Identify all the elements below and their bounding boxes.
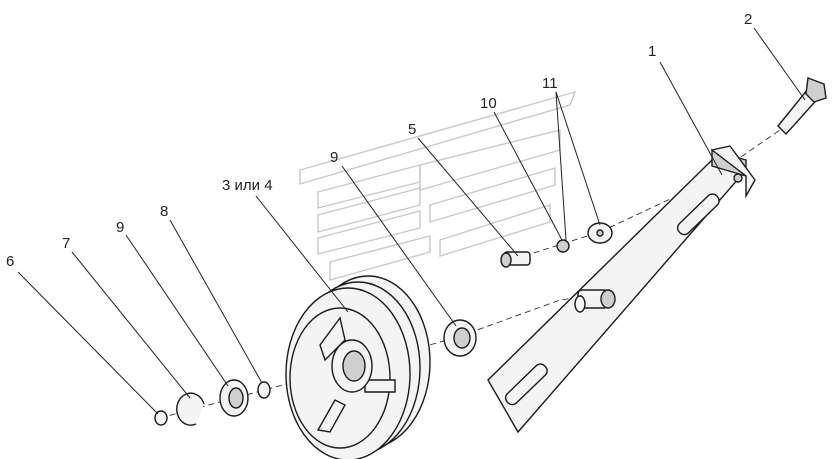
callout-10: 10 — [480, 95, 497, 112]
bolt-part-2 — [777, 77, 827, 136]
nut-part-10 — [556, 239, 570, 253]
bracket-part-1 — [487, 145, 756, 434]
washer-part-11 — [587, 222, 613, 244]
callout-3: 3 или 4 — [222, 177, 273, 194]
leader-10 — [493, 111, 563, 241]
leader-1 — [659, 61, 723, 176]
leader-6 — [17, 271, 159, 415]
assembly-axis-bolt — [504, 129, 781, 263]
retaining-ring-part-8 — [257, 381, 271, 399]
leader-8 — [169, 219, 263, 384]
leader-2 — [753, 27, 806, 101]
leader-11a — [555, 91, 601, 226]
callout-labels: 1 2 3 или 4 5 6 7 8 9 9 10 11 — [6, 11, 752, 270]
bearing-part-9-right — [443, 319, 477, 357]
callout-9a: 9 — [116, 219, 124, 236]
pin-part-5 — [500, 251, 531, 268]
callout-8: 8 — [160, 203, 168, 220]
bearing-part-9-left — [219, 379, 249, 417]
leader-3 — [255, 195, 349, 313]
callout-1: 1 — [648, 43, 656, 60]
callout-7: 7 — [62, 235, 70, 252]
callout-5: 5 — [408, 121, 416, 138]
callout-9b: 9 — [330, 149, 338, 166]
callout-2: 2 — [744, 11, 752, 28]
leader-9a — [125, 234, 229, 387]
axle-stub — [574, 289, 616, 313]
circlip-part-7 — [176, 392, 205, 426]
callout-6: 6 — [6, 253, 14, 270]
callout-11: 11 — [542, 75, 558, 92]
leader-5 — [417, 137, 519, 257]
pulley-part-3-or-4 — [285, 275, 431, 459]
leader-7 — [71, 251, 191, 399]
leader-lines — [17, 27, 806, 415]
ring-part-6 — [154, 410, 168, 426]
leader-9b — [341, 165, 457, 327]
leader-11b — [555, 91, 567, 241]
